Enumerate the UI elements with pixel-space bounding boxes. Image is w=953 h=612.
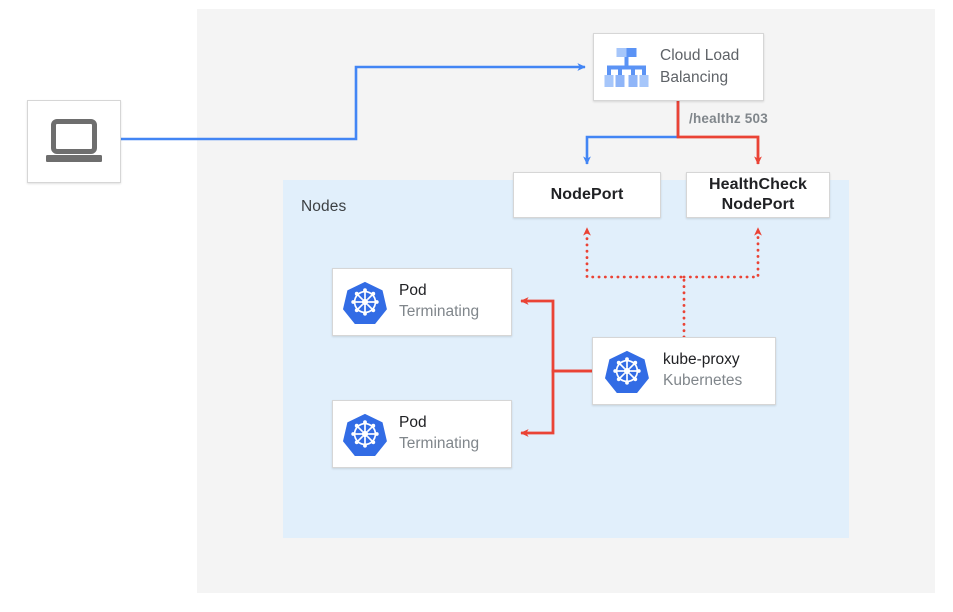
client-host-card [27, 100, 121, 183]
pod-title: Pod [399, 282, 427, 300]
nodes-panel-label: Nodes [301, 198, 347, 215]
healthcheck-nodeport-label-line2: NodePort [721, 196, 795, 213]
healthz-edge-label: /healthz 503 [689, 111, 768, 126]
pod-card: Pod Terminating [332, 268, 512, 336]
cloud-load-balancing-label-line1: Cloud Load [660, 47, 740, 64]
healthcheck-nodeport-label-line1: HealthCheck [708, 176, 808, 193]
nodeport-card: NodePort [513, 172, 661, 218]
cloud-load-balancing-label: Cloud Load Balancing [660, 45, 739, 89]
kube-proxy-card: kube-proxy Kubernetes [592, 337, 776, 405]
kube-proxy-text: kube-proxy Kubernetes [663, 350, 742, 392]
pod-text: Pod Terminating [399, 413, 479, 455]
pod-card: Pod Terminating [332, 400, 512, 468]
kube-proxy-subtitle: Kubernetes [663, 372, 743, 389]
laptop-icon [46, 118, 102, 162]
kube-proxy-title: kube-proxy [663, 351, 740, 369]
cloud-load-balancing-label-line2: Balancing [660, 69, 729, 86]
pod-text: Pod Terminating [399, 281, 479, 323]
pod-title: Pod [399, 414, 427, 432]
kubernetes-icon [343, 413, 387, 456]
healthcheck-nodeport-card: HealthCheck NodePort [686, 172, 830, 218]
cloud-load-balancing-card: Cloud Load Balancing [593, 33, 764, 101]
cloud-load-balancing-icon [604, 47, 649, 87]
kubernetes-icon [343, 281, 387, 324]
pod-status: Terminating [399, 435, 480, 452]
kubernetes-icon [605, 350, 649, 393]
pod-status: Terminating [399, 303, 480, 320]
healthcheck-nodeport-label: HealthCheck NodePort [709, 175, 807, 215]
nodeport-label: NodePort [550, 186, 624, 203]
